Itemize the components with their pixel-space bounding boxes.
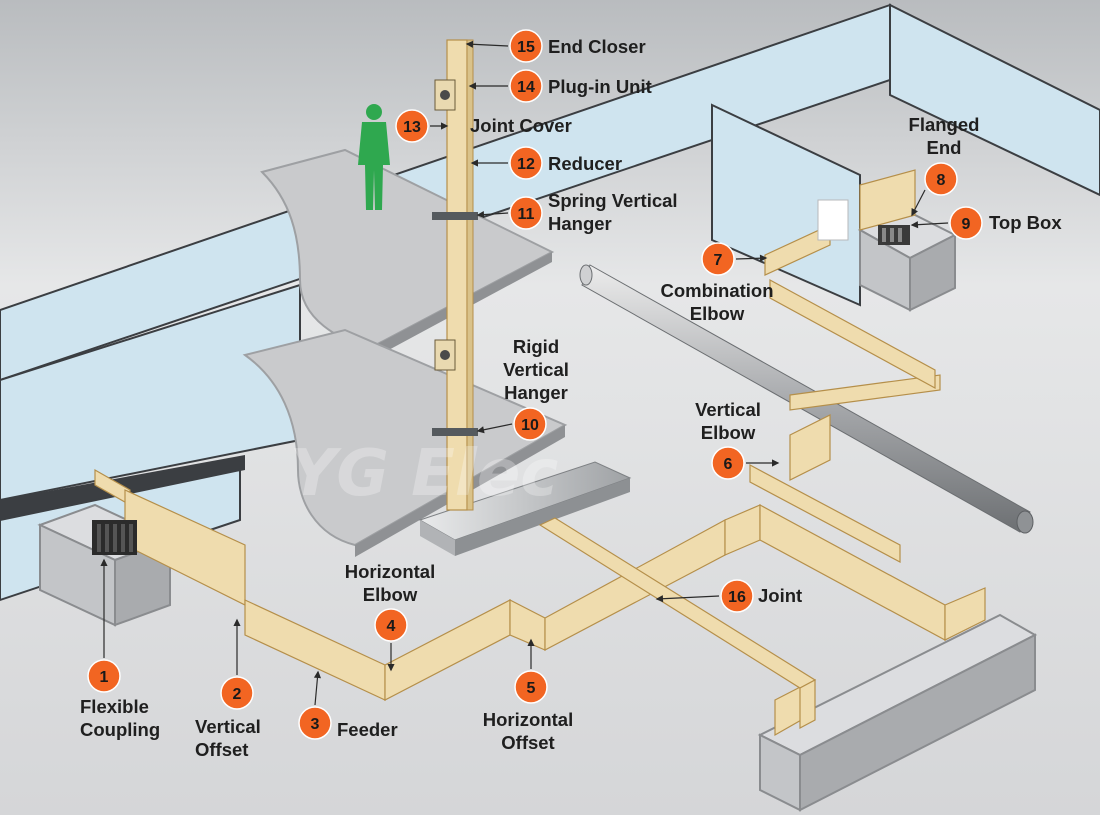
callout-marker-4 bbox=[374, 608, 408, 642]
callout-9: 9 Top Box bbox=[949, 206, 1062, 240]
leader-arrow-2 bbox=[233, 618, 241, 627]
callout-marker-5 bbox=[514, 670, 548, 704]
leader-arrow-8 bbox=[911, 208, 918, 217]
leader-lines bbox=[100, 40, 949, 706]
wall-penetration bbox=[817, 199, 849, 241]
leader-line-16 bbox=[656, 595, 720, 600]
callout-number-3: 3 bbox=[311, 716, 320, 733]
callout-marker-14 bbox=[509, 69, 543, 103]
callout-number-11: 11 bbox=[518, 206, 535, 223]
callout-marker-15 bbox=[509, 29, 543, 63]
callout-label-9: Top Box bbox=[989, 212, 1062, 233]
person-icon bbox=[358, 104, 390, 210]
plug-in-units bbox=[434, 79, 456, 371]
callout-number-7: 7 bbox=[714, 252, 723, 269]
leader-arrow-11 bbox=[476, 211, 485, 219]
hangers bbox=[432, 212, 478, 436]
callout-number-10: 10 bbox=[521, 417, 539, 434]
callout-12: 12 Reducer bbox=[509, 146, 622, 180]
callout-marker-11 bbox=[509, 196, 543, 230]
callout-marker-12 bbox=[509, 146, 543, 180]
callout-number-16: 16 bbox=[728, 589, 746, 606]
leader-arrow-15 bbox=[465, 40, 474, 48]
leader-arrow-14 bbox=[468, 82, 477, 90]
leader-line-15 bbox=[466, 43, 509, 47]
callout-label-14: Plug-in Unit bbox=[548, 76, 652, 97]
leader-arrow-13 bbox=[440, 122, 449, 130]
callout-marker-6 bbox=[711, 446, 745, 480]
leader-arrow-9 bbox=[910, 221, 919, 229]
cable-tray bbox=[418, 461, 632, 556]
callout-number-6: 6 bbox=[724, 456, 733, 473]
leader-arrow-5 bbox=[527, 638, 535, 647]
callout-number-4: 4 bbox=[387, 618, 396, 635]
callout-number-13: 13 bbox=[403, 119, 421, 136]
callout-16: 16 Joint bbox=[720, 579, 802, 613]
callout-label-13: Joint Cover bbox=[470, 115, 572, 136]
leader-arrow-4 bbox=[387, 663, 395, 672]
plinths bbox=[37, 208, 1038, 812]
callout-label-15: End Closer bbox=[548, 36, 646, 57]
callout-marker-16 bbox=[720, 579, 754, 613]
callout-number-14: 14 bbox=[517, 79, 535, 96]
leader-arrow-10 bbox=[476, 426, 485, 434]
callout-15: 15 End Closer bbox=[509, 29, 646, 63]
callout-number-12: 12 bbox=[517, 156, 535, 173]
callout-marker-8 bbox=[924, 162, 958, 196]
callout-marker-9 bbox=[949, 206, 983, 240]
callout-number-5: 5 bbox=[527, 680, 536, 697]
watermark: YG Elec bbox=[290, 437, 558, 511]
callout-3: 3 Feeder bbox=[298, 706, 398, 740]
leader-arrow-3 bbox=[313, 670, 322, 679]
callout-label-3: Feeder bbox=[337, 719, 398, 740]
callout-number-2: 2 bbox=[233, 686, 242, 703]
leader-arrow-12 bbox=[470, 159, 479, 167]
top-box-icon bbox=[878, 225, 910, 245]
leader-arrow-1 bbox=[100, 558, 108, 567]
callout-13: 13 Joint Cover bbox=[395, 109, 572, 143]
callout-marker-2 bbox=[220, 676, 254, 710]
leader-arrow-16 bbox=[655, 595, 664, 603]
callout-label-16: Joint bbox=[758, 585, 802, 606]
callout-14: 14 Plug-in Unit bbox=[509, 69, 652, 103]
callout-marker-10 bbox=[513, 407, 547, 441]
leader-arrow-7 bbox=[759, 254, 768, 262]
callout-label-12: Reducer bbox=[548, 153, 622, 174]
callout-marker-13 bbox=[395, 109, 429, 143]
callout-marker-7 bbox=[701, 242, 735, 276]
callout-number-1: 1 bbox=[100, 669, 109, 686]
callout-number-15: 15 bbox=[517, 39, 535, 56]
leader-arrow-6 bbox=[771, 459, 780, 467]
callout-number-9: 9 bbox=[962, 216, 971, 233]
flexible-coupling-icon bbox=[92, 520, 137, 555]
leader-line-9 bbox=[911, 222, 949, 226]
callout-number-8: 8 bbox=[937, 172, 946, 189]
busway-runs bbox=[94, 39, 986, 737]
callout-marker-3 bbox=[298, 706, 332, 740]
callout-marker-1 bbox=[87, 659, 121, 693]
